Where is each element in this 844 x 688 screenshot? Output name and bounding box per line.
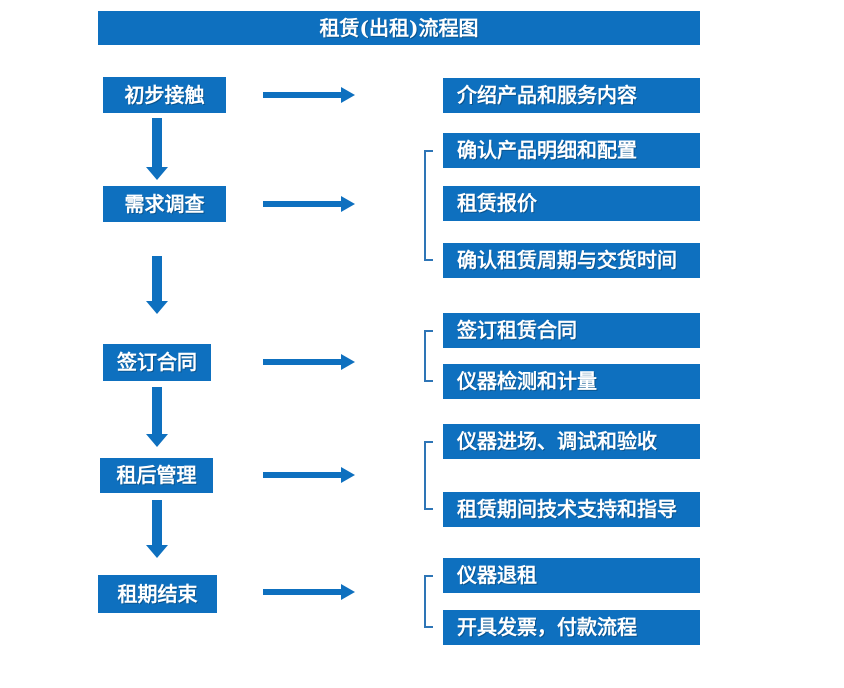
flowchart-title: 租赁(出租)流程图 xyxy=(98,11,700,45)
step-box-initial-contact: 初步接触 xyxy=(103,77,226,113)
step-box-demand-survey: 需求调查 xyxy=(103,186,226,222)
down-arrow-icon xyxy=(146,500,168,558)
output-box-rental-quote: 租赁报价 xyxy=(443,186,700,221)
group-bracket-icon xyxy=(424,150,433,261)
step-box-post-rental-management: 租后管理 xyxy=(100,458,213,493)
output-box-instrument-setup: 仪器进场、调试和验收 xyxy=(443,424,700,459)
output-box-instrument-testing: 仪器检测和计量 xyxy=(443,364,700,399)
output-box-introduce-products: 介绍产品和服务内容 xyxy=(443,78,700,113)
step-box-rental-end: 租期结束 xyxy=(98,575,217,613)
output-box-tech-support: 租赁期间技术支持和指导 xyxy=(443,492,700,527)
output-box-invoice-payment: 开具发票，付款流程 xyxy=(443,610,700,645)
right-arrow-icon xyxy=(263,196,355,212)
output-box-instrument-return: 仪器退租 xyxy=(443,558,700,593)
down-arrow-icon xyxy=(146,256,168,314)
right-arrow-icon xyxy=(263,584,355,600)
output-box-sign-rental-contract: 签订租赁合同 xyxy=(443,313,700,348)
output-box-confirm-period: 确认租赁周期与交货时间 xyxy=(443,243,700,278)
group-bracket-icon xyxy=(424,575,433,628)
output-box-confirm-details: 确认产品明细和配置 xyxy=(443,133,700,168)
step-box-sign-contract: 签订合同 xyxy=(103,344,211,381)
right-arrow-icon xyxy=(263,467,355,483)
down-arrow-icon xyxy=(146,118,168,180)
down-arrow-icon xyxy=(146,387,168,447)
right-arrow-icon xyxy=(263,354,355,370)
group-bracket-icon xyxy=(424,330,433,382)
right-arrow-icon xyxy=(263,87,355,103)
group-bracket-icon xyxy=(424,441,433,510)
